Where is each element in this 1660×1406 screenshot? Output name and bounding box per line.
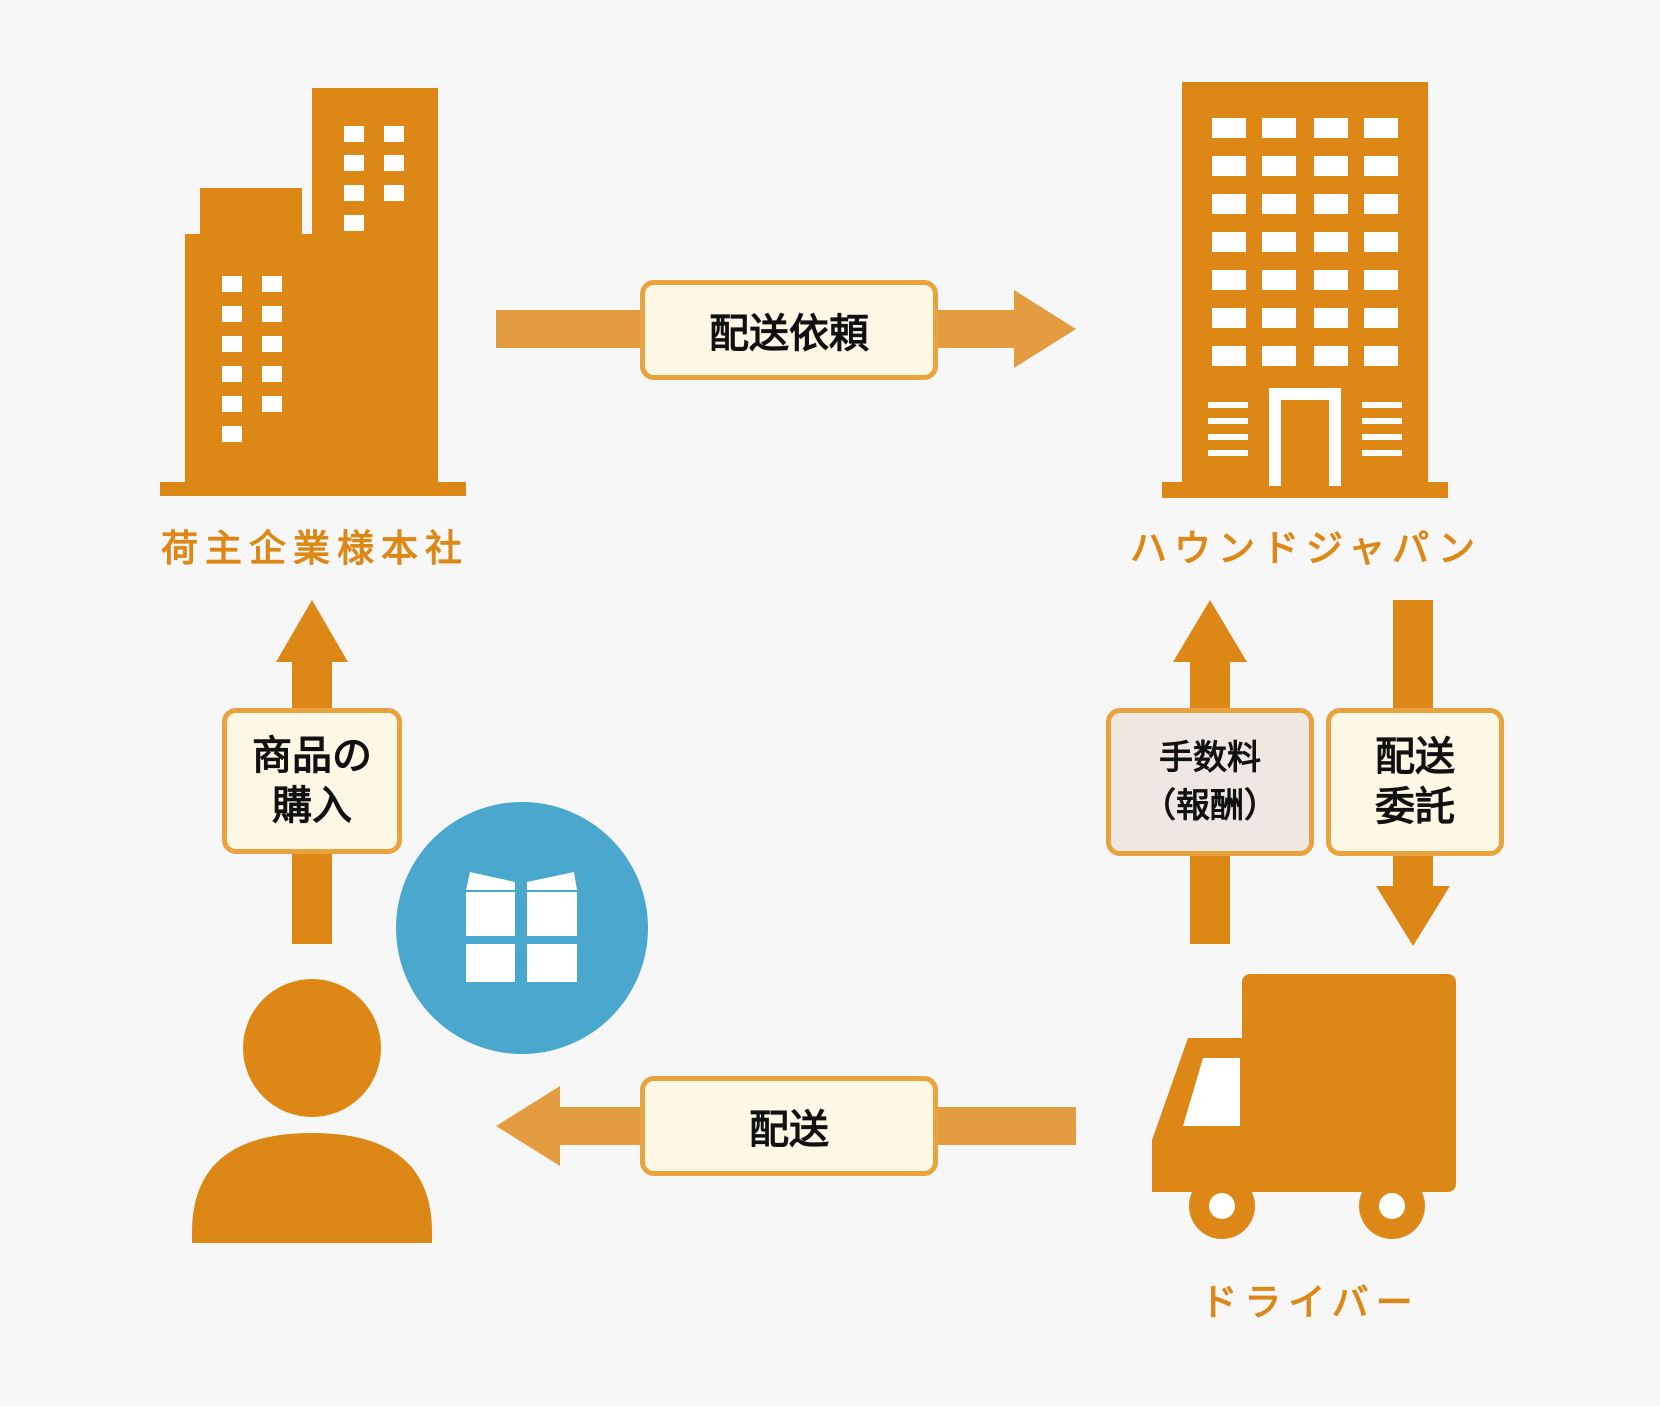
fee-box: 手数料 （報酬） [1106,708,1314,856]
hound-japan-label: ハウンドジャパン [1130,527,1482,570]
consignment-label-line1: 配送 [1375,734,1455,780]
consignment-label-line2: 委託 [1375,784,1455,830]
fee-label-line1: 手数料 [1159,738,1261,778]
fee-label-line2: （報酬） [1142,786,1278,826]
delivery-label: 配送 [749,1107,829,1153]
shipper-hq-label: 荷主企業様本社 [161,527,469,570]
person-icon [192,979,432,1243]
purchase-label-line2: 購入 [272,783,352,829]
driver-label: ドライバー [1200,1281,1420,1324]
purchase-label-line1: 商品の [252,733,372,779]
purchase-box: 商品の 購入 [222,708,402,854]
office-tower-icon [1162,82,1448,498]
office-buildings-icon [160,88,466,496]
delivery-request-label: 配送依頼 [709,311,869,357]
delivery-request-box: 配送依頼 [640,280,938,380]
delivery-truck-icon [1152,974,1456,1239]
consignment-box: 配送 委託 [1326,708,1504,856]
gift-icon [396,802,648,1054]
delivery-box: 配送 [640,1076,938,1176]
